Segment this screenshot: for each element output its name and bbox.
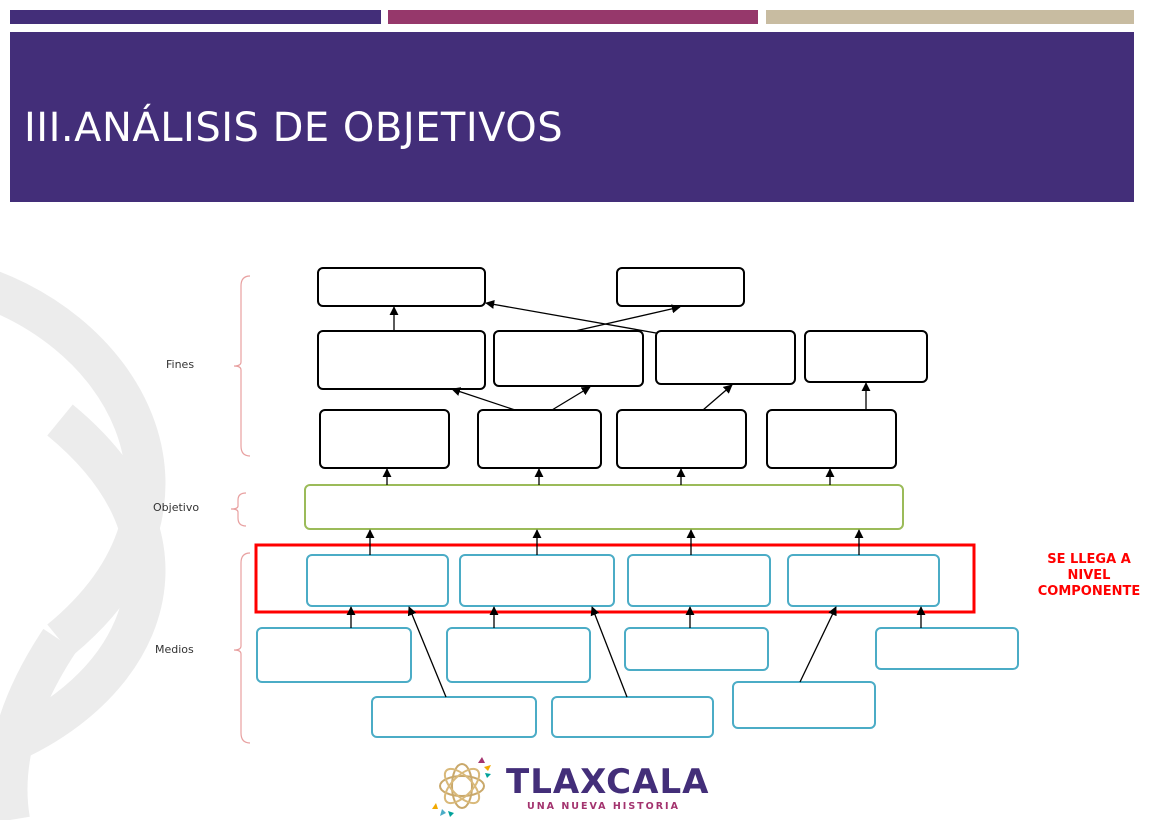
label-objetivo: Objetivo	[153, 501, 200, 514]
top-bar-purple	[10, 10, 381, 24]
medio-box	[446, 627, 591, 683]
top-bar-magenta	[388, 10, 758, 24]
watermark-flower-icon	[0, 271, 166, 820]
component-box	[627, 554, 771, 607]
tlaxcala-flower-logo-icon	[432, 757, 491, 817]
fin-box	[477, 409, 602, 469]
fin-box	[655, 330, 796, 385]
component-box	[459, 554, 615, 607]
slide-title: III.ANÁLISIS DE OBJETIVOS	[24, 105, 564, 151]
medio-box	[732, 681, 876, 729]
title-banner	[10, 32, 1134, 202]
component-box	[787, 554, 940, 607]
logo-tagline: UNA NUEVA HISTORIA	[527, 801, 680, 812]
medio-box	[624, 627, 769, 671]
component-level-highlight	[254, 543, 976, 614]
medio-box	[551, 696, 714, 738]
medio-box	[256, 627, 412, 683]
fin-box	[493, 330, 644, 387]
label-medios: Medios	[155, 643, 194, 656]
objetivo-brace	[230, 492, 247, 527]
fin-box	[616, 409, 747, 469]
fin-box	[319, 409, 450, 469]
label-fines: Fines	[166, 358, 195, 371]
fin-box	[317, 267, 486, 307]
fin-box	[317, 330, 486, 390]
fin-box	[766, 409, 897, 469]
logo-name: TLAXCALA	[506, 762, 710, 802]
medio-box	[875, 627, 1019, 670]
medio-box	[371, 696, 537, 738]
diagram-arrows	[346, 299, 926, 698]
top-bar-beige	[766, 10, 1134, 24]
medios-brace	[233, 552, 251, 744]
objective-box	[304, 484, 904, 530]
fin-box	[804, 330, 928, 383]
component-box	[306, 554, 449, 607]
fines-brace	[233, 275, 251, 457]
fin-box	[616, 267, 745, 307]
